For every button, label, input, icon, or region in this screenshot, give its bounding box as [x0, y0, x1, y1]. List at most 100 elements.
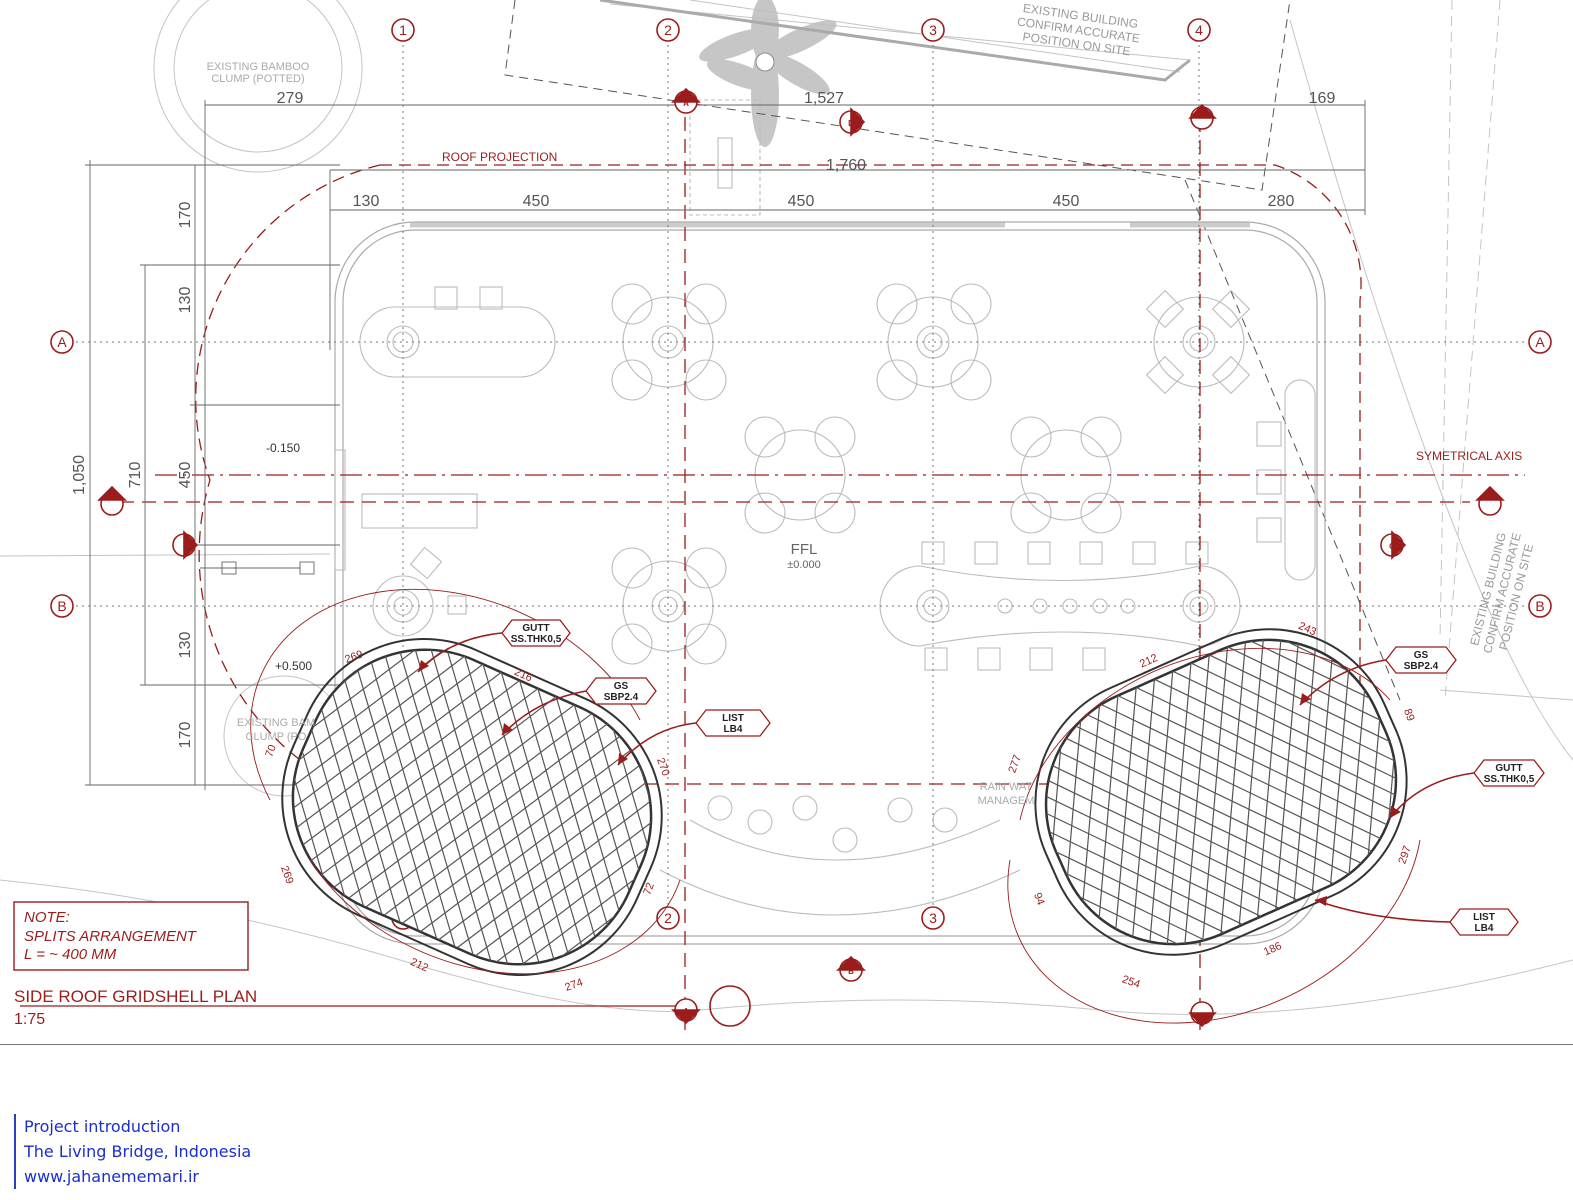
gridshell-member	[1147, 671, 1174, 967]
gridshell-member	[383, 728, 630, 916]
gridshell-member	[365, 720, 612, 908]
tag-list-left-1: LIST	[722, 713, 744, 724]
grid-col-4-top: 4	[1195, 22, 1203, 38]
gridshell-member	[254, 647, 447, 835]
gridshell-member	[1275, 614, 1302, 910]
section-c-label: C	[1389, 542, 1395, 551]
dim-130-top: 130	[353, 193, 380, 210]
gridshell-member	[750, 801, 986, 1045]
section-b-label: B	[848, 967, 854, 976]
section-marker-a-top	[671, 87, 701, 114]
left-shell-dim-269-bottom: 269	[278, 864, 296, 885]
section-a-bottom-label: A	[683, 1007, 689, 1016]
right-shell-dim-243: 243	[1296, 620, 1318, 638]
left-shell-dim-212: 212	[408, 956, 430, 974]
gridshell-member	[391, 623, 493, 964]
symmetrical-axis-label: SYMETRICAL AXIS	[1416, 449, 1522, 463]
gridshell-member	[438, 753, 685, 941]
gridshell-member	[273, 679, 520, 868]
dimension-lines	[85, 100, 1366, 790]
gridshell-member	[0, 457, 154, 764]
gridshell-right	[640, 419, 1573, 1045]
tag-gs-left-2: SBP2.4	[604, 692, 639, 703]
clump-potted-label: CLUMP (POTTED)	[211, 73, 304, 85]
gridshell-member	[1008, 768, 1262, 917]
gridshell-member	[0, 441, 118, 748]
tree-symbol	[699, 0, 837, 147]
clump-lower-label: CLUMP (PO	[246, 731, 307, 743]
gridshell-member	[427, 639, 529, 980]
right-shell-dim-186: 186	[1262, 940, 1284, 958]
footer-line-3[interactable]: www.jahanememari.ir	[24, 1167, 200, 1186]
tag-gs-left-1: GS	[614, 681, 629, 692]
gridshell-member	[419, 745, 667, 933]
dim-left-170-bottom: 170	[177, 722, 194, 749]
dim-450-c: 450	[1053, 193, 1080, 210]
tag-list-left-2: LB4	[724, 724, 743, 735]
gridshell-member	[310, 696, 557, 884]
gridshell-member	[493, 777, 690, 965]
gridshell-member	[401, 736, 648, 925]
note-heading: NOTE:	[24, 909, 70, 926]
tag-gutt-left-1: GUTT	[522, 623, 549, 634]
grid-col-3-bottom: 3	[929, 910, 937, 926]
left-shell-dim-70: 70	[263, 743, 278, 759]
rain-water-label: RAIN WAT	[980, 781, 1033, 793]
grid-row-b-right: B	[1535, 598, 1544, 614]
gridshell-member	[511, 785, 690, 973]
section-marker-aa-right	[1475, 485, 1505, 516]
grid-col-2-top: 2	[664, 22, 672, 38]
gridshell-member	[1520, 427, 1573, 754]
gridshell-member	[1008, 776, 1244, 926]
drawing-frame-line	[0, 1044, 1573, 1045]
gridshell-member	[254, 611, 301, 770]
gridshell-plan-drawing: 279 1,527 169 1,760 130 450 450 450 280 …	[0, 0, 1573, 1045]
level-plus-label: +0.500	[275, 659, 312, 673]
dim-1760: 1,760	[826, 157, 866, 174]
gridshell-member	[1008, 784, 1225, 934]
drawing-scale: 1:75	[14, 1011, 45, 1028]
level-minus-label: -0.150	[266, 441, 300, 455]
section-marker-d-top	[1188, 103, 1217, 130]
gridshell-member	[464, 655, 566, 997]
dimension-texts: 279 1,527 169 1,760 130 450 450 450 280 …	[71, 90, 1335, 748]
grid-col-3-top: 3	[929, 22, 937, 38]
left-shell-dim-274: 274	[563, 976, 584, 994]
gridshell-member	[640, 850, 876, 1045]
floor-plate	[334, 221, 1326, 945]
section-marker-d-bottom	[1188, 1001, 1217, 1028]
dim-left-130-top: 130	[177, 287, 194, 314]
drawing-title: SIDE ROOF GRIDSHELL PLAN	[14, 987, 257, 1006]
section-a-top-label: A	[683, 99, 689, 108]
gridshell-member	[0, 465, 172, 772]
gridshell-member	[254, 611, 265, 754]
right-shell-dim-297: 297	[1396, 844, 1414, 865]
dim-450-b: 450	[788, 193, 815, 210]
gridshell-member	[805, 777, 1041, 1045]
existing-bamboo-label: EXISTING BAMBOO	[207, 61, 310, 73]
section-d-label: D	[848, 119, 854, 128]
gridshell-member	[445, 647, 547, 989]
gridshell-member	[793, 851, 1112, 1045]
dim-169: 169	[1309, 90, 1336, 107]
roof-projection-label: ROOF PROJECTION	[442, 150, 557, 164]
note-box	[13, 901, 249, 971]
gridshell-member	[372, 615, 474, 956]
section-markers	[97, 87, 1505, 1028]
gridshell-member	[1538, 419, 1573, 746]
section-marker-aa-left	[97, 485, 127, 516]
dim-left-710: 710	[127, 462, 144, 489]
section-marker-b	[836, 955, 866, 982]
gridshell-member	[1128, 679, 1156, 976]
grid-row-b-left: B	[57, 598, 66, 614]
existing-bamboo-clump	[153, 0, 363, 173]
gridshell-member	[1238, 630, 1265, 927]
section-marker-v-left	[172, 530, 199, 560]
gridshell-member	[254, 611, 283, 762]
left-shell-dim-270: 270	[654, 756, 672, 777]
gridshell-member	[1183, 654, 1210, 951]
gridshell-member	[620, 834, 690, 1003]
gridshell-member	[1256, 622, 1283, 919]
gridshell-member	[354, 611, 456, 948]
gridshell-left	[0, 441, 1112, 1045]
